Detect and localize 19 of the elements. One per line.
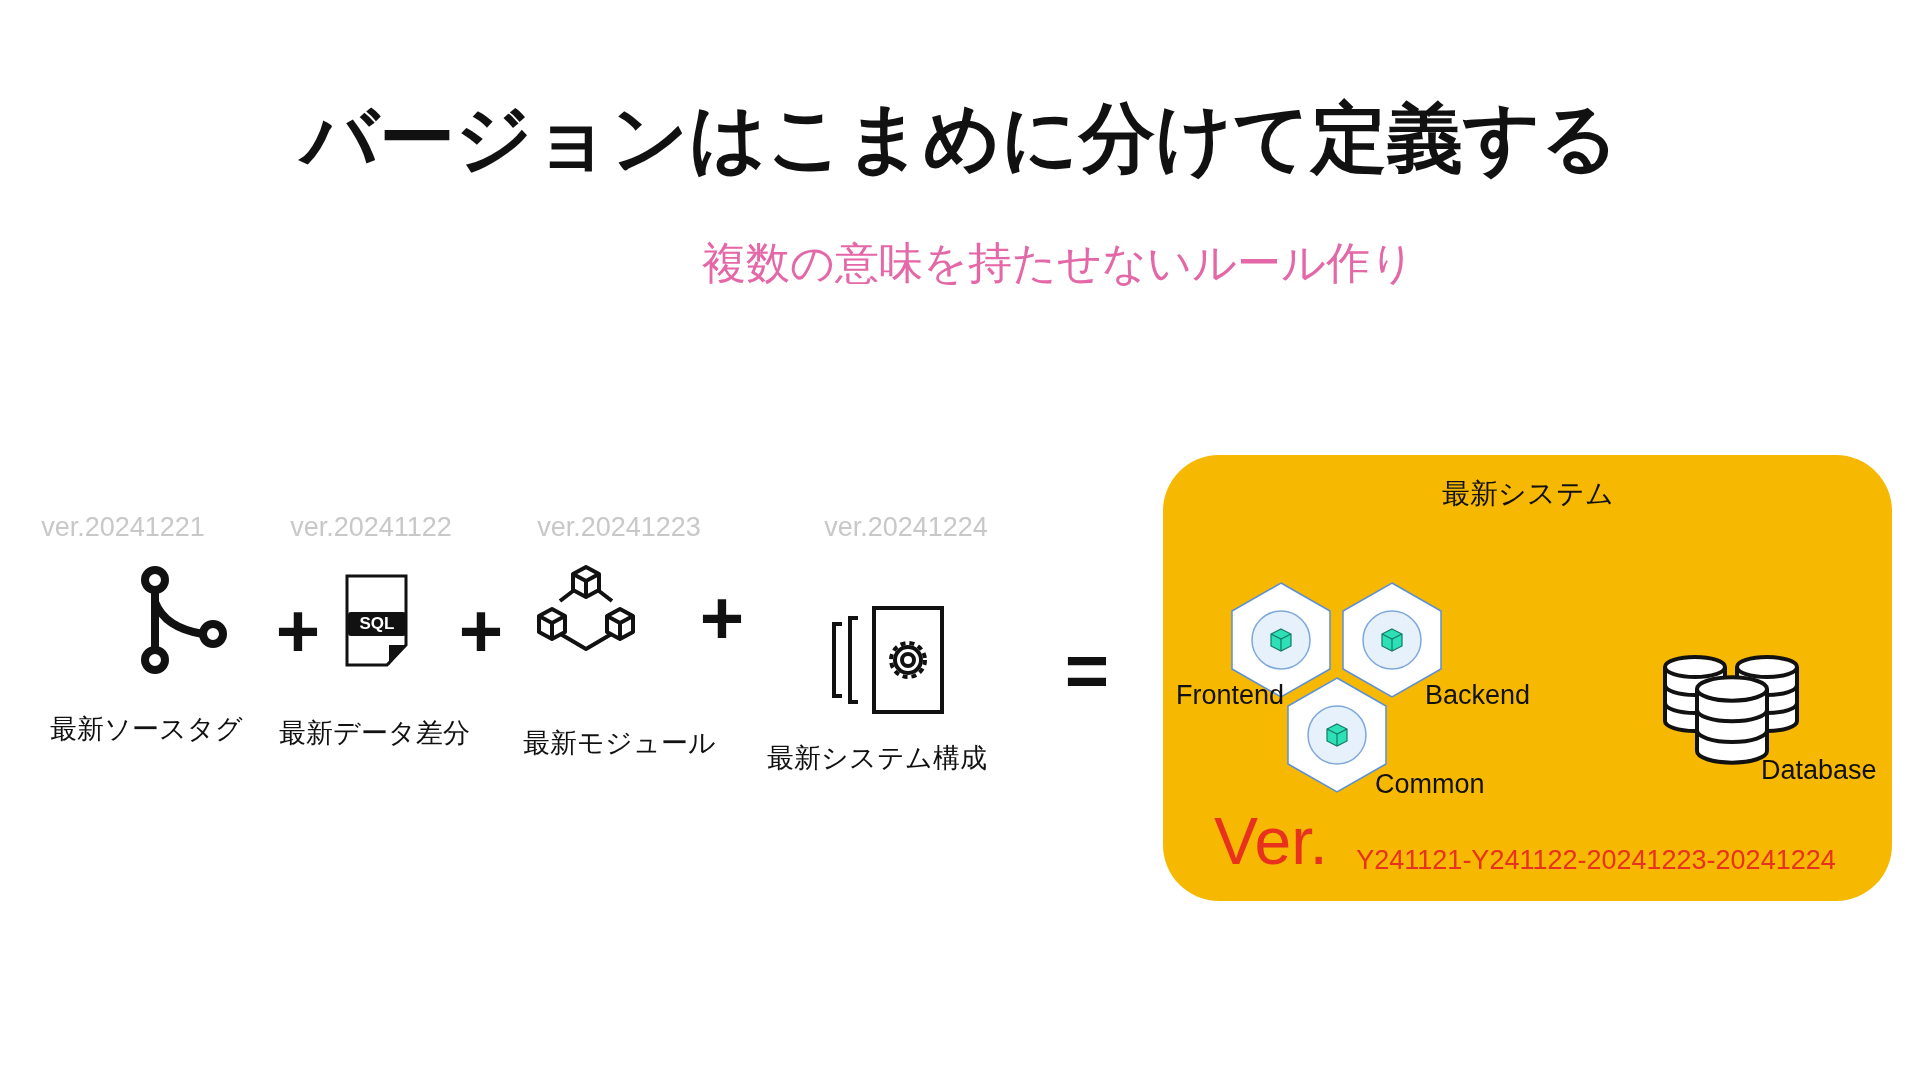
version-prefix: Ver. xyxy=(1214,804,1328,880)
item-caption: 最新システム構成 xyxy=(767,742,987,774)
plus-sign: + xyxy=(458,587,504,675)
item-caption: 最新データ差分 xyxy=(278,717,470,749)
component-label: Backend xyxy=(1425,680,1531,711)
item-caption: 最新モジュール xyxy=(522,727,716,759)
equals-sign: = xyxy=(1064,627,1110,715)
subtitle: 複数の意味を持たせないルール作り xyxy=(701,237,1415,289)
title: バージョンはこまめに分けて定義する xyxy=(0,88,1920,191)
system-panel xyxy=(1163,455,1892,901)
component-label: Frontend xyxy=(1176,680,1285,711)
sql-tag: SQL xyxy=(348,612,406,636)
item-caption: 最新ソースタグ xyxy=(49,713,243,745)
plus-sign: + xyxy=(699,574,745,662)
version-string: Y241121-Y241122-20241223-20241224 xyxy=(1356,845,1836,877)
panel-title: 最新システム xyxy=(1440,476,1615,512)
component-label: Database xyxy=(1761,755,1877,786)
plus-sign: + xyxy=(275,587,321,675)
component-label: Common xyxy=(1375,769,1485,800)
